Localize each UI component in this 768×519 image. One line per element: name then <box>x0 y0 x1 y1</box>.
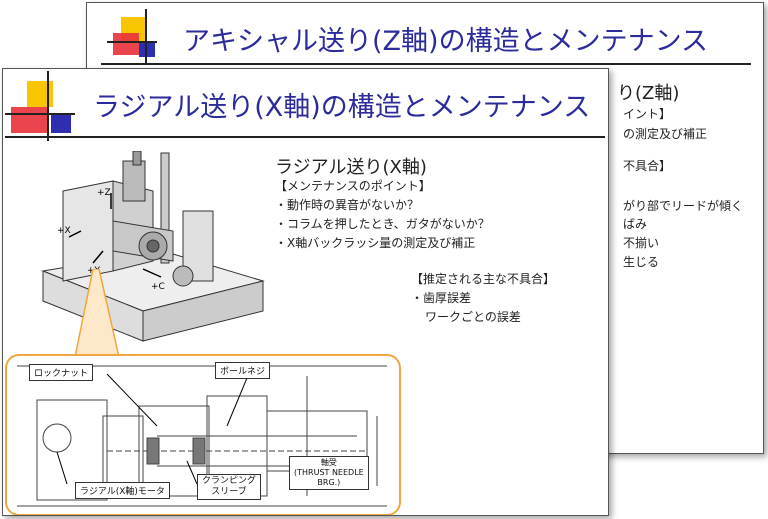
deco-vertical-line <box>145 9 147 63</box>
label-clamping-sleeve: クランピング スリーブ <box>197 474 262 500</box>
axis-label-x: +X <box>57 226 71 236</box>
back-line-6: 不揃い <box>623 236 660 250</box>
deco-blue-square <box>139 41 155 57</box>
front-title-underline <box>5 136 605 138</box>
label-thrust-bearing: 軸受 (THRUST NEEDLE BRG.) <box>289 456 369 490</box>
maintenance-header: 【メンテナンスのポイント】 <box>275 179 431 193</box>
deco-vertical-line <box>47 71 49 141</box>
deco-blue-square <box>51 113 71 133</box>
back-line-2: の測定及び補正 <box>623 127 708 141</box>
axis-label-c: +C <box>151 282 165 292</box>
label-bearing-line-3: BRG.) <box>317 478 341 487</box>
defect-1: ・歯厚誤差 <box>411 291 472 305</box>
cross-section-frame: ロックナット ボールネジ ラジアル(X軸)モータ クランピング スリーブ 軸受 … <box>5 354 401 515</box>
maintenance-point-1: ・動作時の異音がないか？ <box>275 198 420 212</box>
defects-header: 【推定される主な不具合】 <box>411 272 556 286</box>
back-title-underline <box>101 63 751 65</box>
label-sleeve-line-1: クランピング <box>202 476 257 486</box>
back-line-1: イント】 <box>623 107 672 121</box>
deco-horizontal-line <box>107 41 157 43</box>
deco-horizontal-line <box>5 113 75 115</box>
back-line-7: 生じる <box>623 255 660 269</box>
back-line-3: 不具合】 <box>623 159 672 173</box>
label-motor: ラジアル(X軸)モータ <box>75 482 170 499</box>
maintenance-point-3: ・X軸バックラッシ量の測定及び補正 <box>275 236 476 250</box>
defect-2: ワークごとの誤差 <box>425 310 521 324</box>
axis-label-z: +Z <box>97 188 111 198</box>
front-slide[interactable]: ラジアル送り(X軸)の構造とメンテナンス ラジアル送り(X軸) 【メンテナンスの… <box>2 68 609 516</box>
deco-red-square <box>11 107 47 133</box>
back-line-5: ばみ <box>623 217 648 231</box>
label-bearing-line-2: (THRUST NEEDLE <box>294 468 364 477</box>
label-ball-screw: ボールネジ <box>215 362 271 379</box>
label-bearing-line-1: 軸受 <box>320 458 337 467</box>
label-sleeve-line-2: スリーブ <box>211 487 247 497</box>
zoom-connector <box>74 269 120 358</box>
label-lock-nut: ロックナット <box>29 364 94 381</box>
back-slide-title: アキシャル送り(Z軸)の構造とメンテナンス <box>183 26 709 57</box>
deco-red-square <box>113 33 139 55</box>
back-line-4: がり部でリードが傾く <box>623 199 744 213</box>
maintenance-point-2: ・コラムを押したとき、ガタがないか？ <box>275 217 490 231</box>
front-slide-title: ラジアル送り(X軸)の構造とメンテナンス <box>93 92 591 123</box>
section-title: ラジアル送り(X軸) <box>275 157 427 178</box>
deco-yellow-square <box>27 81 53 107</box>
back-subtitle: り(Z軸) <box>617 83 680 104</box>
